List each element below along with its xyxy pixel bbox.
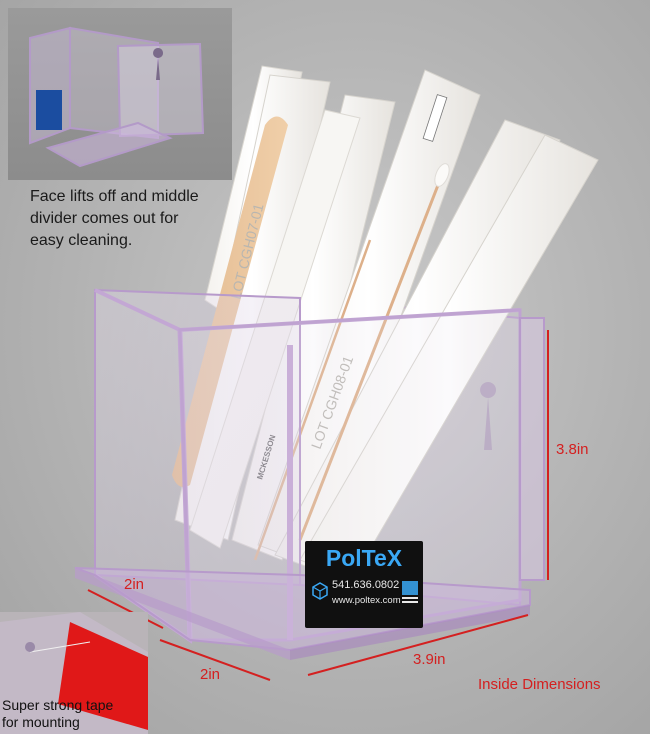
dimension-note: Inside Dimensions [478,676,601,693]
logo-website: www.poltex.com [332,595,401,606]
keyhole-slot [480,382,497,450]
poltex-logo-sticker: PolTeX 541.636.0802 www.poltex.com [305,541,423,628]
cube-icon [312,582,328,600]
mini-logo [36,90,62,130]
dimension-depth-bottom: 2in [200,666,221,683]
dimension-height: 3.8in [556,441,589,458]
dimension-width: 3.9in [413,651,446,668]
flag-icon [402,581,418,603]
inset-photo-disassembled [8,8,232,180]
disassembled-holder-illustration [29,26,205,168]
tape-caption: Super strong tape for mounting [2,697,114,730]
mounting-tape-illustration [0,612,148,734]
dimension-lines [87,330,549,681]
tape-inset-photo [0,612,148,734]
inset-caption: Face lifts off and middle divider comes … [30,188,199,249]
logo-phone: 541.636.0802 [332,579,400,591]
logo-brand: PolTeX [325,545,403,571]
dimension-depth-top: 2in [124,576,145,593]
